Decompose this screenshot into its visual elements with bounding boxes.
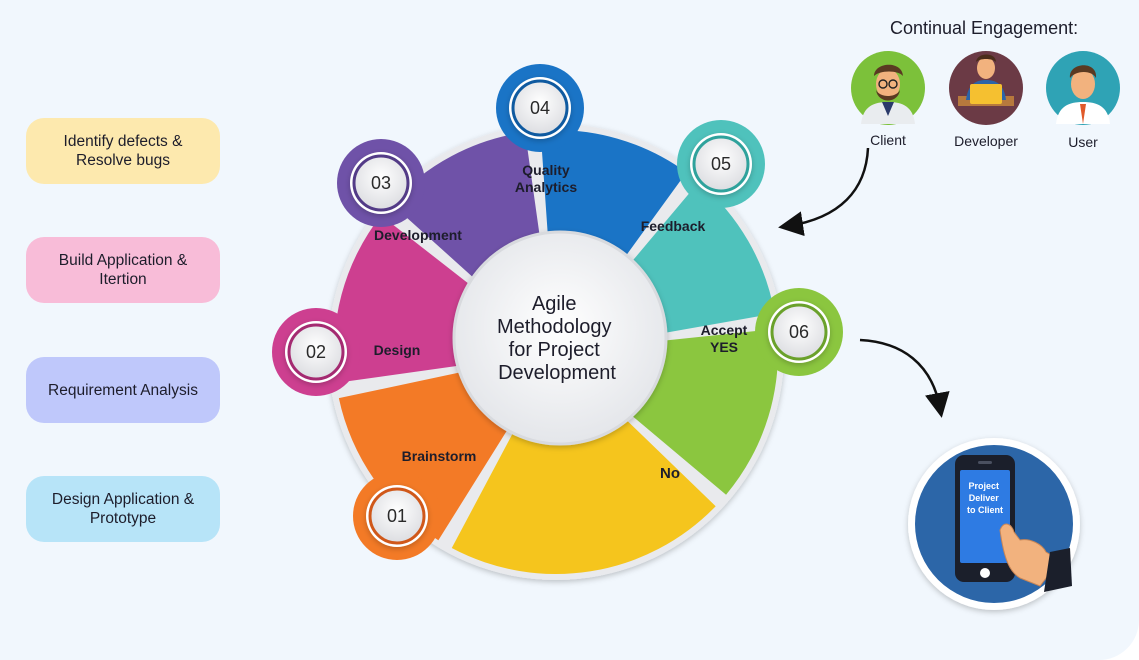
- step-label-02: Design: [374, 342, 421, 358]
- person-client-label: Client: [870, 132, 906, 148]
- step-number-badge-05: 05: [677, 120, 765, 208]
- center-title: Agile Methodology for Project Developmen…: [497, 293, 617, 384]
- step-number-badge-02: 02: [272, 308, 360, 396]
- step-number-01: 01: [387, 506, 407, 526]
- segment-no: [451, 411, 716, 575]
- client-avatar-icon: [851, 51, 925, 125]
- left-item-requirement-analysis: Requirement Analysis: [26, 357, 220, 423]
- step-label-05: Feedback: [641, 218, 706, 234]
- delivery-text: Project Deliver to Client: [967, 481, 1003, 515]
- step-number-02: 02: [306, 342, 326, 362]
- center-hub: [452, 230, 668, 446]
- person-user-label: User: [1068, 134, 1098, 150]
- step-number-04: 04: [530, 98, 550, 118]
- step-number-badge-04: 04: [496, 64, 584, 152]
- step-number-05: 05: [711, 154, 731, 174]
- segment-01: [338, 369, 511, 541]
- person-client: Client: [848, 126, 928, 148]
- step-number-badge-03: 03: [337, 139, 425, 227]
- person-user: User: [1043, 128, 1123, 150]
- engagement-title: Continual Engagement:: [890, 18, 1079, 38]
- left-item-build-application: Build Application & Itertion: [26, 237, 220, 303]
- developer-avatar-icon: [949, 51, 1023, 125]
- step-number-06: 06: [789, 322, 809, 342]
- delivery-arrow: [859, 338, 950, 418]
- segment-no-label: No: [660, 465, 680, 482]
- step-number-badge-01: 01: [353, 472, 441, 560]
- user-avatar-icon: [1046, 51, 1120, 125]
- step-label-03: Development: [374, 227, 462, 243]
- engagement-arrow: [778, 147, 870, 237]
- left-item-identify-defects: Identify defects & Resolve bugs: [26, 118, 220, 184]
- segment-02: [333, 215, 489, 383]
- left-item-design-application: Design Application & Prototype: [26, 476, 220, 542]
- step-label-01: Brainstorm: [402, 448, 477, 464]
- person-developer: Developer: [946, 127, 1026, 149]
- step-number-03: 03: [371, 173, 391, 193]
- step-number-badge-06: 06: [755, 288, 843, 376]
- phone-tap-icon: [908, 438, 1080, 610]
- person-developer-label: Developer: [954, 133, 1018, 149]
